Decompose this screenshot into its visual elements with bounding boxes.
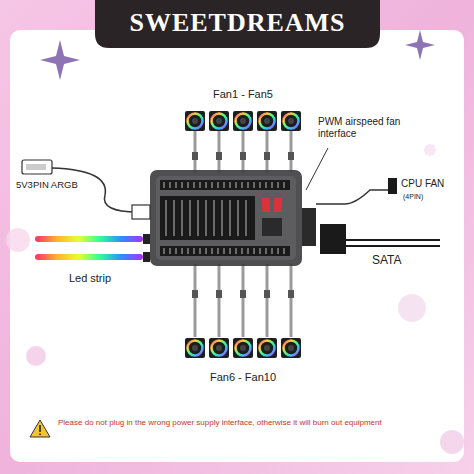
pwm-interface-label: PWM airspeed fan interface [318, 116, 404, 139]
argb-label: 5V3PIN ARGB [16, 180, 106, 191]
led-strip-label: Led strip [50, 272, 130, 285]
fan-group-label: Fan6 - Fan10 [183, 371, 303, 384]
title-text: SWEETDREAMS [95, 8, 380, 38]
led-strip [35, 236, 143, 242]
fan-group-label: Fan1 - Fan5 [183, 88, 303, 101]
sata-plug [320, 224, 346, 254]
cpu-fan-label: CPU FAN [401, 178, 463, 190]
led-strip [35, 254, 143, 260]
hub-body [150, 170, 316, 266]
cpu-fan-pin-label: (4PIN) [403, 193, 463, 201]
cpu-fan-connector [388, 178, 397, 194]
sata-label: SATA [372, 254, 432, 268]
warning-icon [30, 420, 50, 437]
panel [10, 30, 464, 462]
argb-connector [22, 160, 52, 174]
title-banner [95, 0, 380, 48]
warning-note: Please do not plug in the wrong power su… [58, 418, 456, 428]
